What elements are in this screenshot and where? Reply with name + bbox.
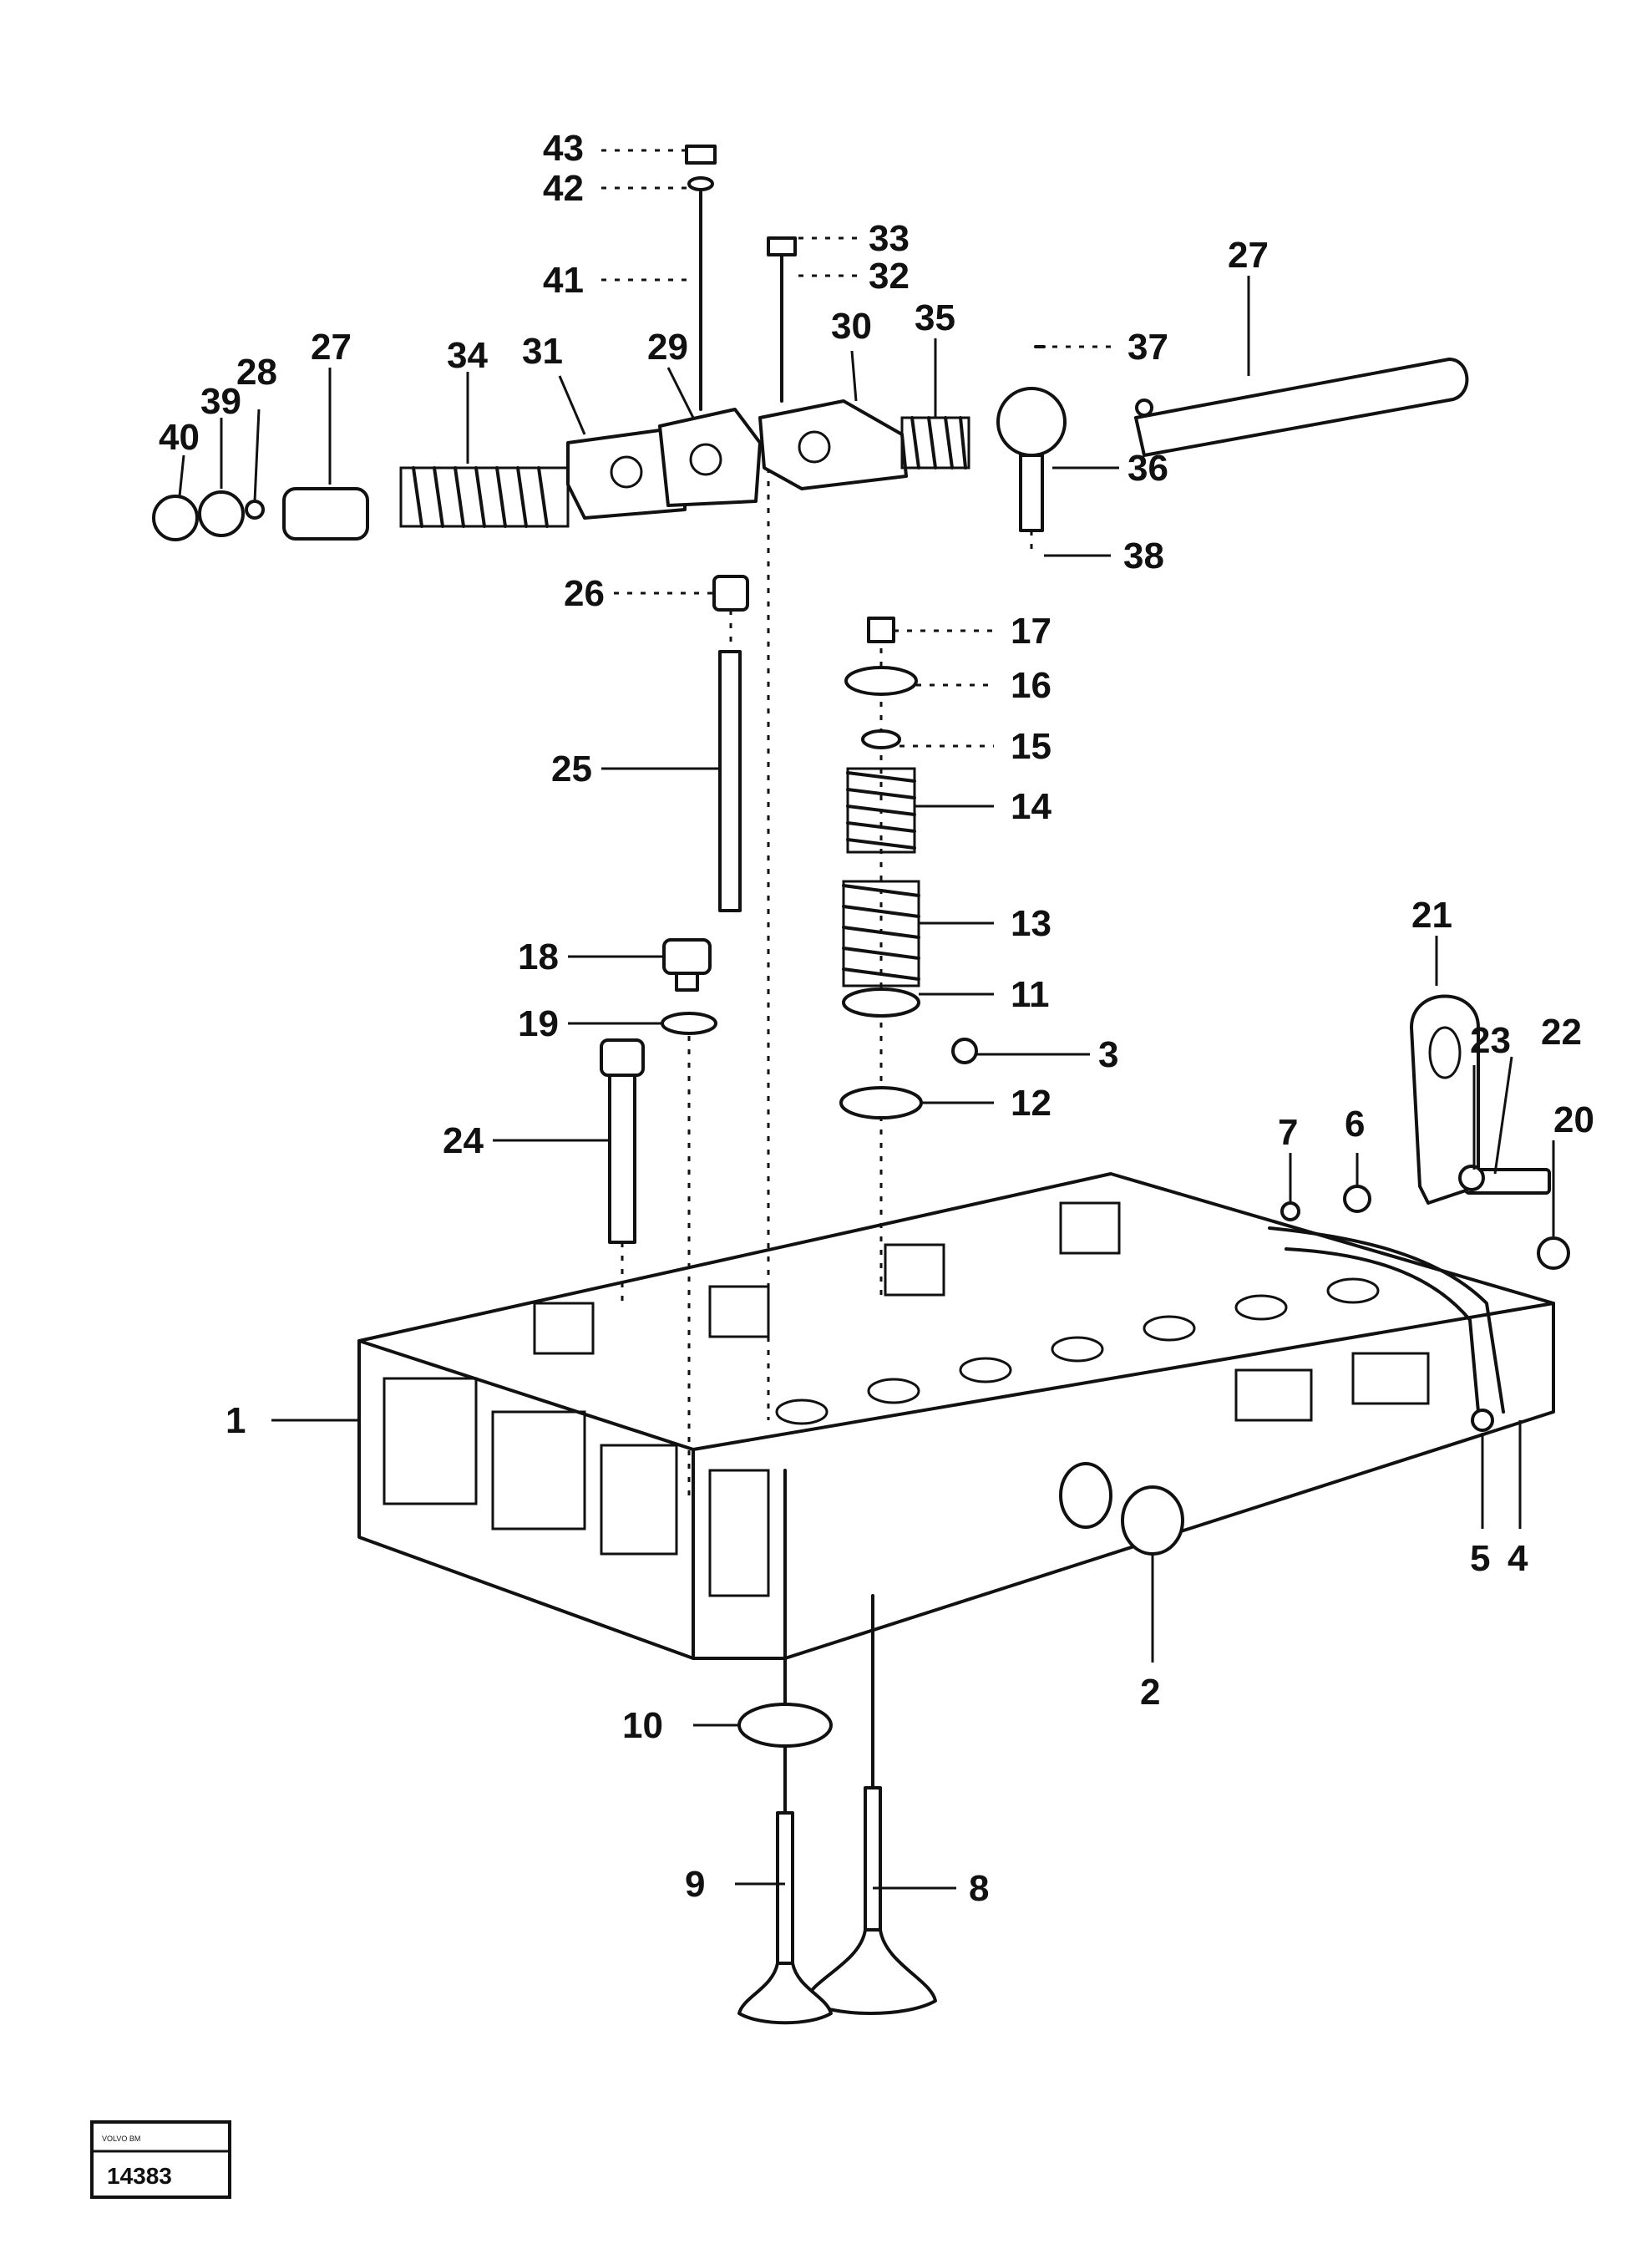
intake-valve — [737, 1657, 833, 2025]
callout-27-left: 27 — [311, 327, 352, 368]
callout-32: 32 — [869, 256, 910, 297]
callout-17: 17 — [1011, 611, 1052, 652]
callout-34: 34 — [447, 335, 488, 376]
callout-3: 3 — [1098, 1034, 1118, 1075]
valve-seat-ring — [737, 1703, 833, 1748]
callout-10: 10 — [622, 1705, 663, 1746]
push-rod — [712, 468, 770, 1420]
stamp-brand: VOLVO BM — [102, 2135, 140, 2143]
lifting-bracket — [1410, 994, 1570, 1270]
exhaust-valve — [804, 1594, 937, 2015]
shaft-spring-short — [900, 416, 970, 470]
pipe-nut-6 — [1343, 1185, 1371, 1213]
shaft-bracket-right — [996, 387, 1067, 457]
callout-39: 39 — [200, 381, 241, 422]
callout-12: 12 — [1011, 1083, 1052, 1124]
spring-seat-washer — [842, 987, 920, 1018]
callout-15: 15 — [1011, 726, 1052, 767]
inner-spring — [846, 767, 916, 854]
callout-28: 28 — [236, 352, 277, 393]
shaft-spring-long — [399, 466, 570, 528]
plug-ball — [951, 1038, 978, 1064]
callout-13: 13 — [1011, 903, 1052, 944]
valve-stem-seal — [839, 1086, 923, 1119]
callout-33: 33 — [869, 218, 910, 259]
callout-8: 8 — [969, 1868, 989, 1909]
cylinder-head — [357, 1172, 1555, 1660]
callout-18: 18 — [518, 937, 559, 977]
valve-cap — [867, 617, 895, 643]
callout-16: 16 — [1011, 665, 1052, 706]
stamp-number: 14383 — [107, 2163, 172, 2189]
callout-35: 35 — [915, 297, 955, 338]
callout-14: 14 — [1011, 786, 1052, 827]
spring-retainer — [844, 666, 918, 696]
shaft-bracket-left — [282, 487, 369, 541]
circlip — [152, 495, 199, 541]
callout-31: 31 — [522, 331, 563, 372]
drawing-stamp: VOLVO BM 14383 — [90, 2120, 231, 2199]
callout-1: 1 — [226, 1400, 246, 1441]
valve-spring-stack — [839, 617, 978, 1303]
callout-25: 25 — [551, 749, 592, 789]
callout-20: 20 — [1553, 1099, 1594, 1140]
head-bolt — [600, 1038, 645, 1303]
washer — [198, 490, 245, 537]
valve-keys — [861, 729, 901, 749]
callout-40: 40 — [159, 417, 200, 458]
callout-labels: 1 2 3 4 5 6 7 8 9 10 11 12 13 14 15 16 1… — [159, 128, 1594, 1909]
rocker-arm-29 — [658, 408, 762, 507]
callout-2: 2 — [1140, 1672, 1160, 1713]
callout-23: 23 — [1470, 1020, 1511, 1061]
callout-36: 36 — [1128, 448, 1168, 489]
leader-lines — [178, 149, 1555, 1890]
callout-11: 11 — [1011, 974, 1050, 1015]
nut — [1537, 1236, 1570, 1270]
callout-5: 5 — [1470, 1538, 1490, 1579]
rocker-shaft — [1134, 358, 1469, 457]
callout-22: 22 — [1541, 1012, 1582, 1053]
callout-27-right: 27 — [1228, 235, 1269, 276]
callout-43: 43 — [543, 128, 584, 169]
callout-9: 9 — [685, 1864, 705, 1905]
callout-4: 4 — [1508, 1538, 1528, 1579]
callout-37: 37 — [1128, 327, 1168, 368]
callout-19: 19 — [518, 1003, 559, 1044]
callout-29: 29 — [647, 327, 688, 368]
rocker-shaft-assembly — [152, 145, 1469, 556]
callout-41: 41 — [543, 260, 584, 301]
callout-42: 42 — [543, 168, 584, 209]
callout-7: 7 — [1278, 1112, 1298, 1153]
callout-21: 21 — [1411, 895, 1452, 936]
adjusting-screw-nut — [767, 236, 797, 256]
rocker-nut — [685, 145, 717, 165]
callout-26: 26 — [564, 573, 605, 614]
callout-30: 30 — [831, 306, 872, 347]
callout-38: 38 — [1123, 536, 1164, 576]
pipe-nut-7 — [1280, 1201, 1300, 1221]
callout-6: 6 — [1345, 1104, 1365, 1145]
callout-24: 24 — [443, 1120, 484, 1161]
outer-spring — [842, 880, 920, 987]
rocker-arm-30 — [758, 399, 908, 490]
